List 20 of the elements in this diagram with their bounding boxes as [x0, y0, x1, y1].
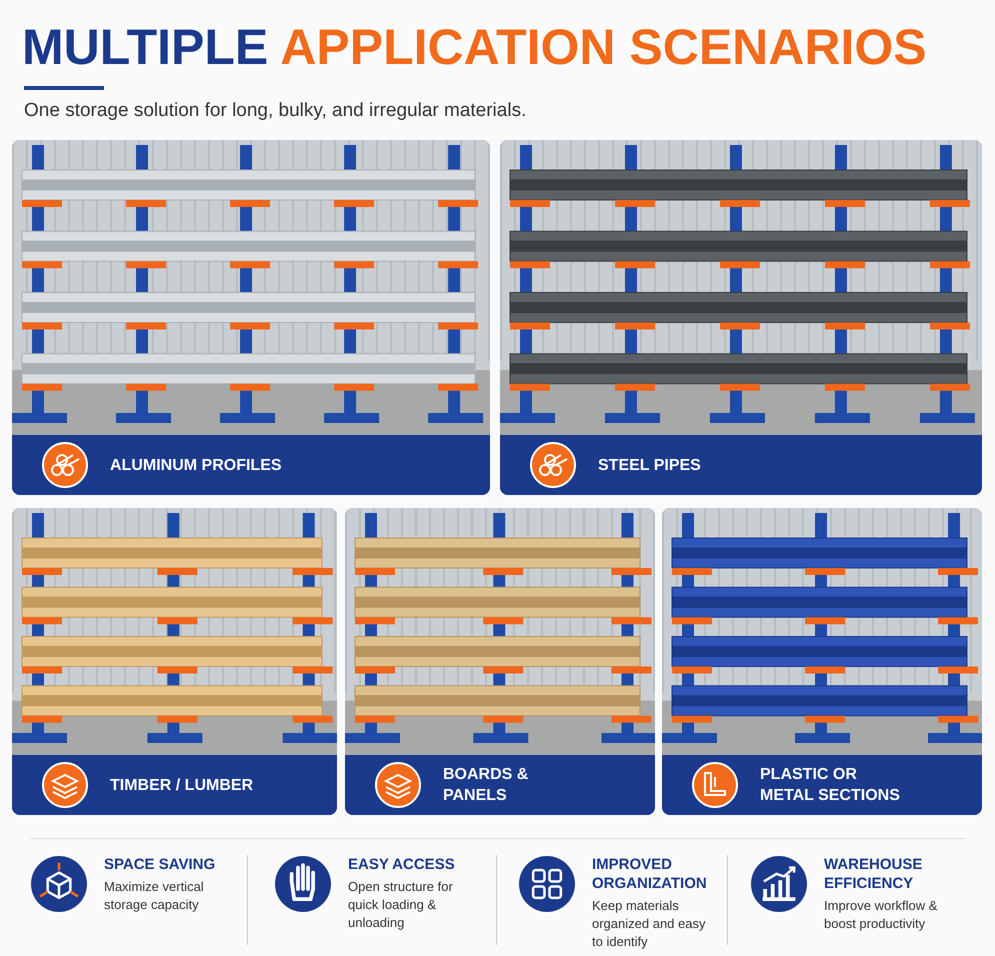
card-label: ALUMINUM PROFILES [110, 456, 282, 476]
feature-text: Maximize vertical storage capacity [104, 878, 205, 914]
feature-heading: IMPROVED ORGANIZATION [592, 855, 708, 893]
title: MULTIPLE APPLICATION SCENARIOS [22, 18, 927, 76]
application-card [12, 140, 490, 495]
feature-heading: EASY ACCESS [348, 855, 456, 874]
application-card [345, 508, 655, 815]
feature-text: Keep materials organized and easy to identify [592, 897, 706, 951]
feature-text: Open structure for quick loading & unloading [348, 878, 454, 932]
card-label: TIMBER / LUMBER [110, 776, 254, 796]
feature-heading: WAREHOUSE EFFICIENCY [824, 855, 924, 893]
card-label: BOARDS & PANELS [443, 765, 530, 806]
subtitle: One storage solution for long, bulky, and irregular materials. [24, 100, 526, 122]
card-label: STEEL PIPES [598, 456, 701, 476]
application-card [662, 508, 982, 815]
card-label: PLASTIC OR METAL SECTIONS [760, 765, 901, 806]
feature-heading: SPACE SAVING [104, 855, 216, 874]
application-card [12, 508, 337, 815]
feature-text: Improve workflow & boost productivity [824, 897, 938, 933]
application-card [500, 140, 982, 495]
